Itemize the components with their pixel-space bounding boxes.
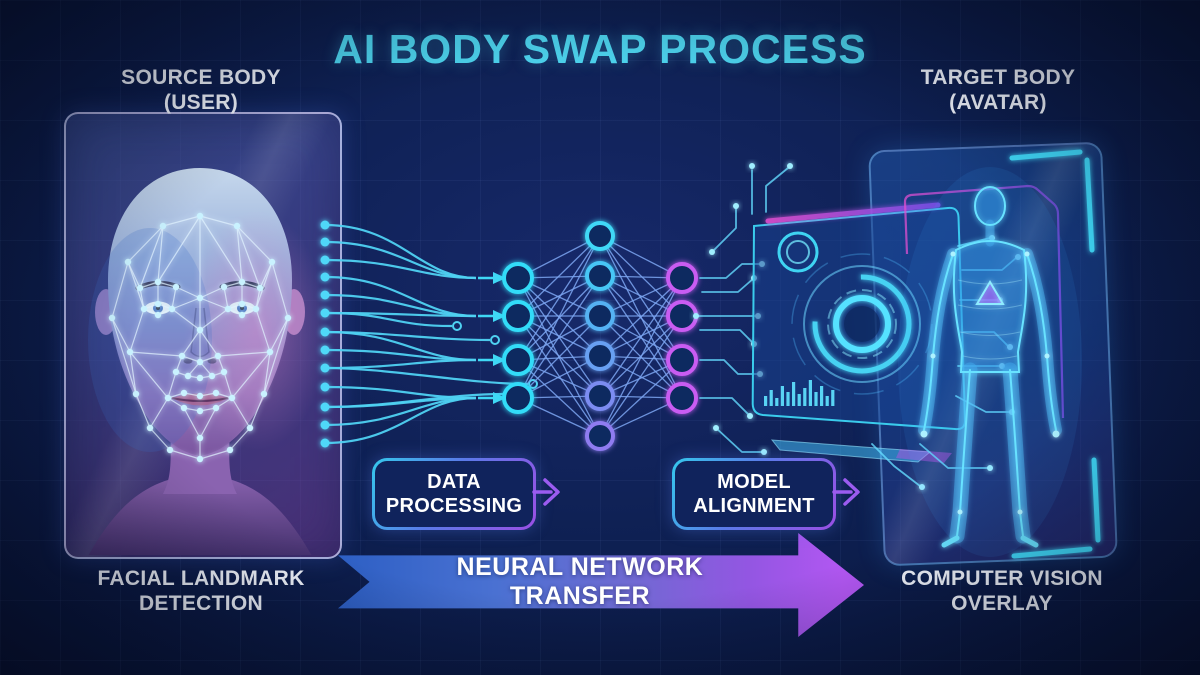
- transfer-arrow-label: NEURAL NETWORK TRANSFER: [456, 552, 704, 610]
- chevron-right-icon: [832, 478, 860, 506]
- target-heading-line2: (AVATAR): [949, 90, 1047, 114]
- source-caption-line1: FACIAL LANDMARK: [97, 567, 305, 590]
- step2-label-line1: MODEL: [717, 470, 791, 493]
- source-heading-line2: (USER): [163, 90, 239, 114]
- chevron-right-icon: [532, 478, 560, 506]
- step1-label-line1: DATA: [427, 470, 481, 493]
- target-heading-line1: TARGET BODY: [920, 66, 1076, 89]
- step-box-data-processing: DATA PROCESSING: [372, 458, 536, 530]
- target-body-heading: TARGET BODY (AVATAR): [838, 66, 1158, 116]
- source-heading-line1: SOURCE BODY: [121, 66, 281, 89]
- target-caption-line2: OVERLAY: [951, 591, 1053, 615]
- step-box-model-alignment: MODEL ALIGNMENT: [672, 458, 836, 530]
- target-caption: COMPUTER VISION OVERLAY: [842, 567, 1162, 617]
- target-caption-line1: COMPUTER VISION: [901, 567, 1103, 590]
- source-caption-line2: DETECTION: [138, 591, 264, 615]
- step1-label-line2: PROCESSING: [385, 495, 523, 517]
- source-face-panel: [64, 112, 342, 559]
- source-caption: FACIAL LANDMARK DETECTION: [41, 567, 361, 617]
- target-avatar-panel: [868, 141, 1118, 567]
- source-body-heading: SOURCE BODY (USER): [41, 66, 361, 116]
- step2-label-line2: ALIGNMENT: [693, 495, 815, 517]
